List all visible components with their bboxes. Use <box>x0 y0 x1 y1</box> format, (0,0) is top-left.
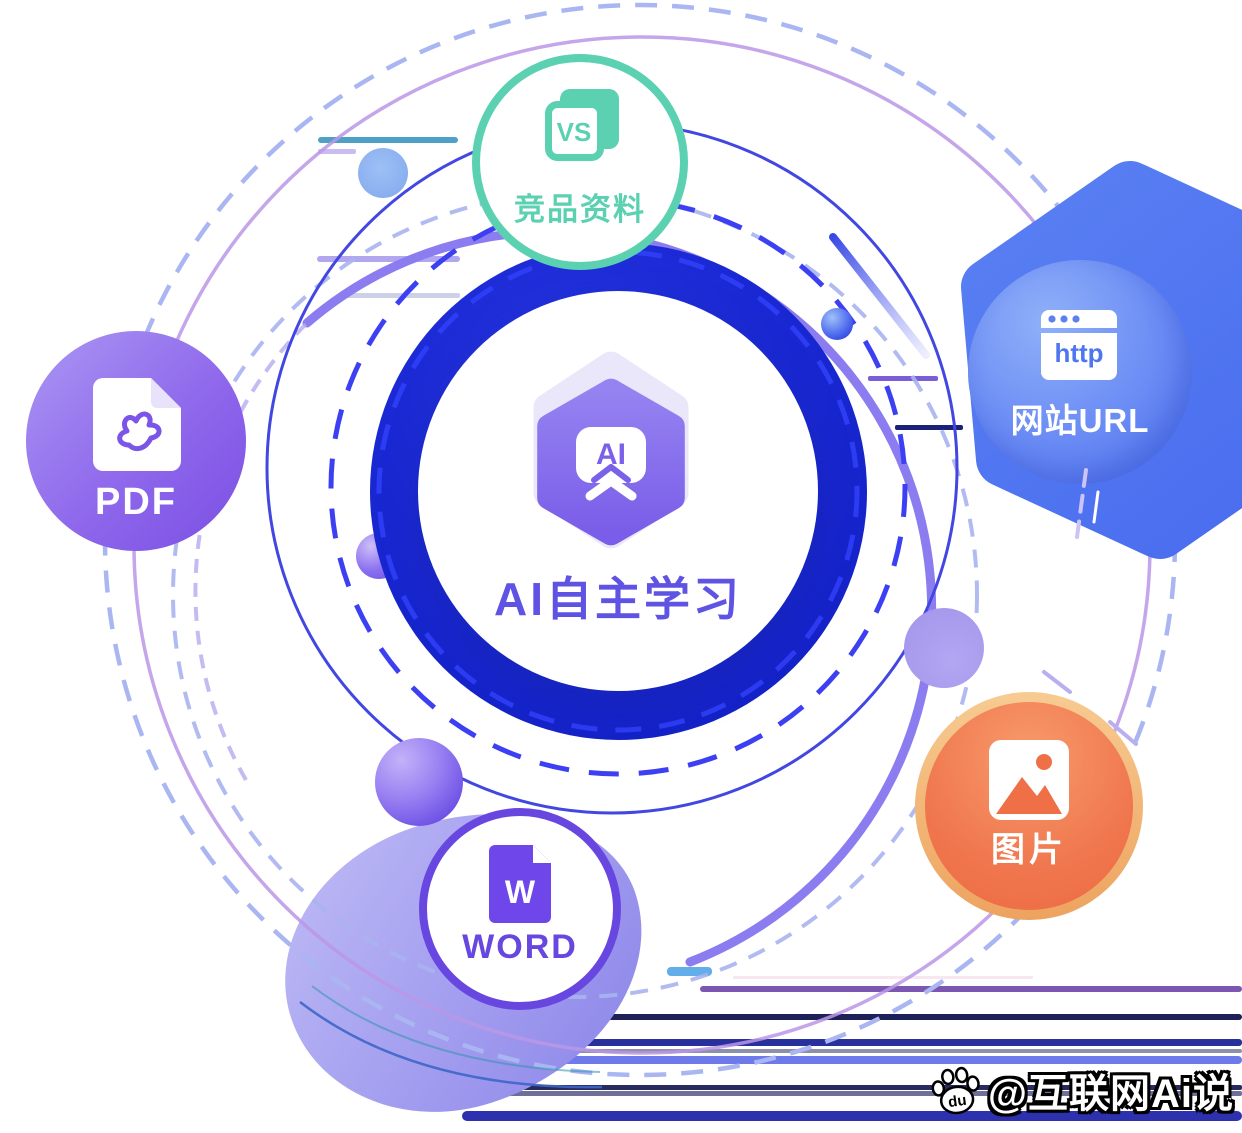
word-icon-text: W <box>505 874 536 910</box>
node-word-label: WORD <box>462 928 578 966</box>
watermark-text: @互联网Ai说 <box>987 1072 1234 1116</box>
decor-streak <box>667 967 712 976</box>
node-competitor-label: 竞品资料 <box>514 192 646 227</box>
decor-streak <box>318 149 356 154</box>
decor-streak <box>318 137 458 143</box>
sphere-purple-large <box>375 738 463 826</box>
decor-streak <box>868 376 938 381</box>
decor-streak <box>733 976 1033 979</box>
picture-icon <box>989 740 1069 820</box>
http-icon-text: http <box>1054 338 1103 368</box>
comet-streak <box>829 233 930 359</box>
word-document-icon: W <box>489 845 551 923</box>
node-image-label: 图片 <box>991 831 1067 869</box>
paw-du-text: du <box>947 1092 968 1111</box>
center-title: AI自主学习 <box>494 573 742 625</box>
node-competitor: VS 竞品资料 <box>472 54 688 270</box>
dash-decor <box>1042 670 1072 694</box>
node-url-label: 网站URL <box>1010 402 1150 439</box>
baidu-paw-icon: du <box>931 1066 980 1115</box>
vs-icon-text: VS <box>557 117 592 147</box>
decor-streak <box>572 1049 1242 1053</box>
watermark: du @互联网Ai说 <box>928 1061 1234 1119</box>
node-image: 图片 <box>915 692 1143 920</box>
node-pdf: PDF <box>26 331 246 551</box>
browser-icon: http <box>1041 310 1117 380</box>
node-word: W WORD <box>419 808 621 1010</box>
vs-documents-icon: VS <box>545 89 619 161</box>
decor-streak <box>895 425 963 430</box>
pdf-document-icon <box>93 378 181 471</box>
decor-streak <box>344 293 460 298</box>
decor-streak <box>585 1039 1242 1046</box>
dot-blue <box>358 148 408 198</box>
decor-streak <box>317 256 460 262</box>
node-url: http 网站URL <box>968 260 1192 484</box>
decor-streak <box>608 1014 1242 1020</box>
decor-streak <box>700 986 1242 992</box>
sphere-blue-small <box>821 308 853 340</box>
dot-lavender <box>904 608 984 688</box>
node-pdf-label: PDF <box>95 481 177 523</box>
center-white-circle <box>418 291 818 691</box>
